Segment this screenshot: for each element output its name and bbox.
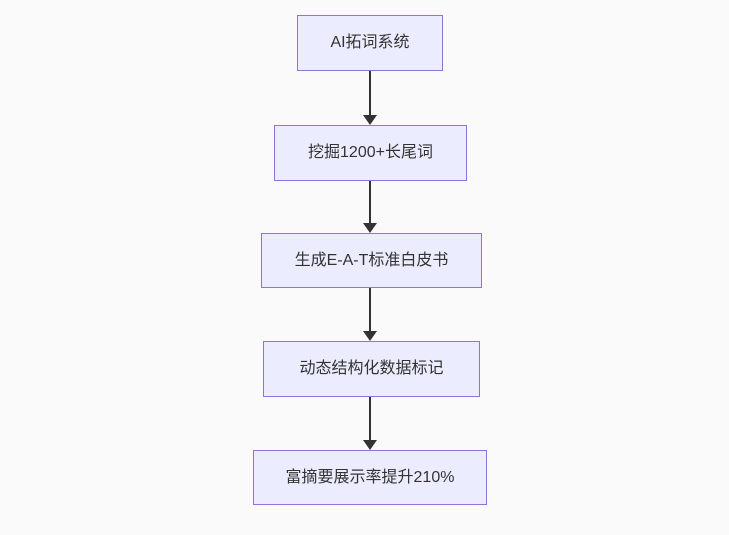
flowchart-node-step4: 动态结构化数据标记	[263, 341, 480, 397]
arrowhead-down-icon	[363, 223, 377, 233]
edge-connector-3	[362, 288, 378, 341]
edge-connector-1	[362, 71, 378, 125]
flowchart-node-step1: AI拓词系统	[297, 15, 443, 71]
node-label: 生成E-A-T标准白皮书	[294, 251, 449, 269]
arrow-line	[369, 71, 371, 115]
node-label: 富摘要展示率提升210%	[285, 468, 455, 486]
arrowhead-down-icon	[363, 440, 377, 450]
flowchart-node-step3: 生成E-A-T标准白皮书	[261, 233, 482, 288]
flowchart-node-step5: 富摘要展示率提升210%	[253, 450, 487, 505]
node-label: 动态结构化数据标记	[299, 360, 444, 378]
arrowhead-down-icon	[363, 331, 377, 341]
arrow-line	[369, 288, 371, 331]
edge-connector-4	[362, 397, 378, 450]
node-label: 挖掘1200+长尾词	[308, 144, 433, 162]
arrow-line	[369, 397, 371, 440]
arrow-line	[369, 181, 371, 223]
node-label: AI拓词系统	[330, 34, 410, 52]
flowchart-node-step2: 挖掘1200+长尾词	[274, 125, 467, 181]
arrowhead-down-icon	[363, 115, 377, 125]
edge-connector-2	[362, 181, 378, 233]
